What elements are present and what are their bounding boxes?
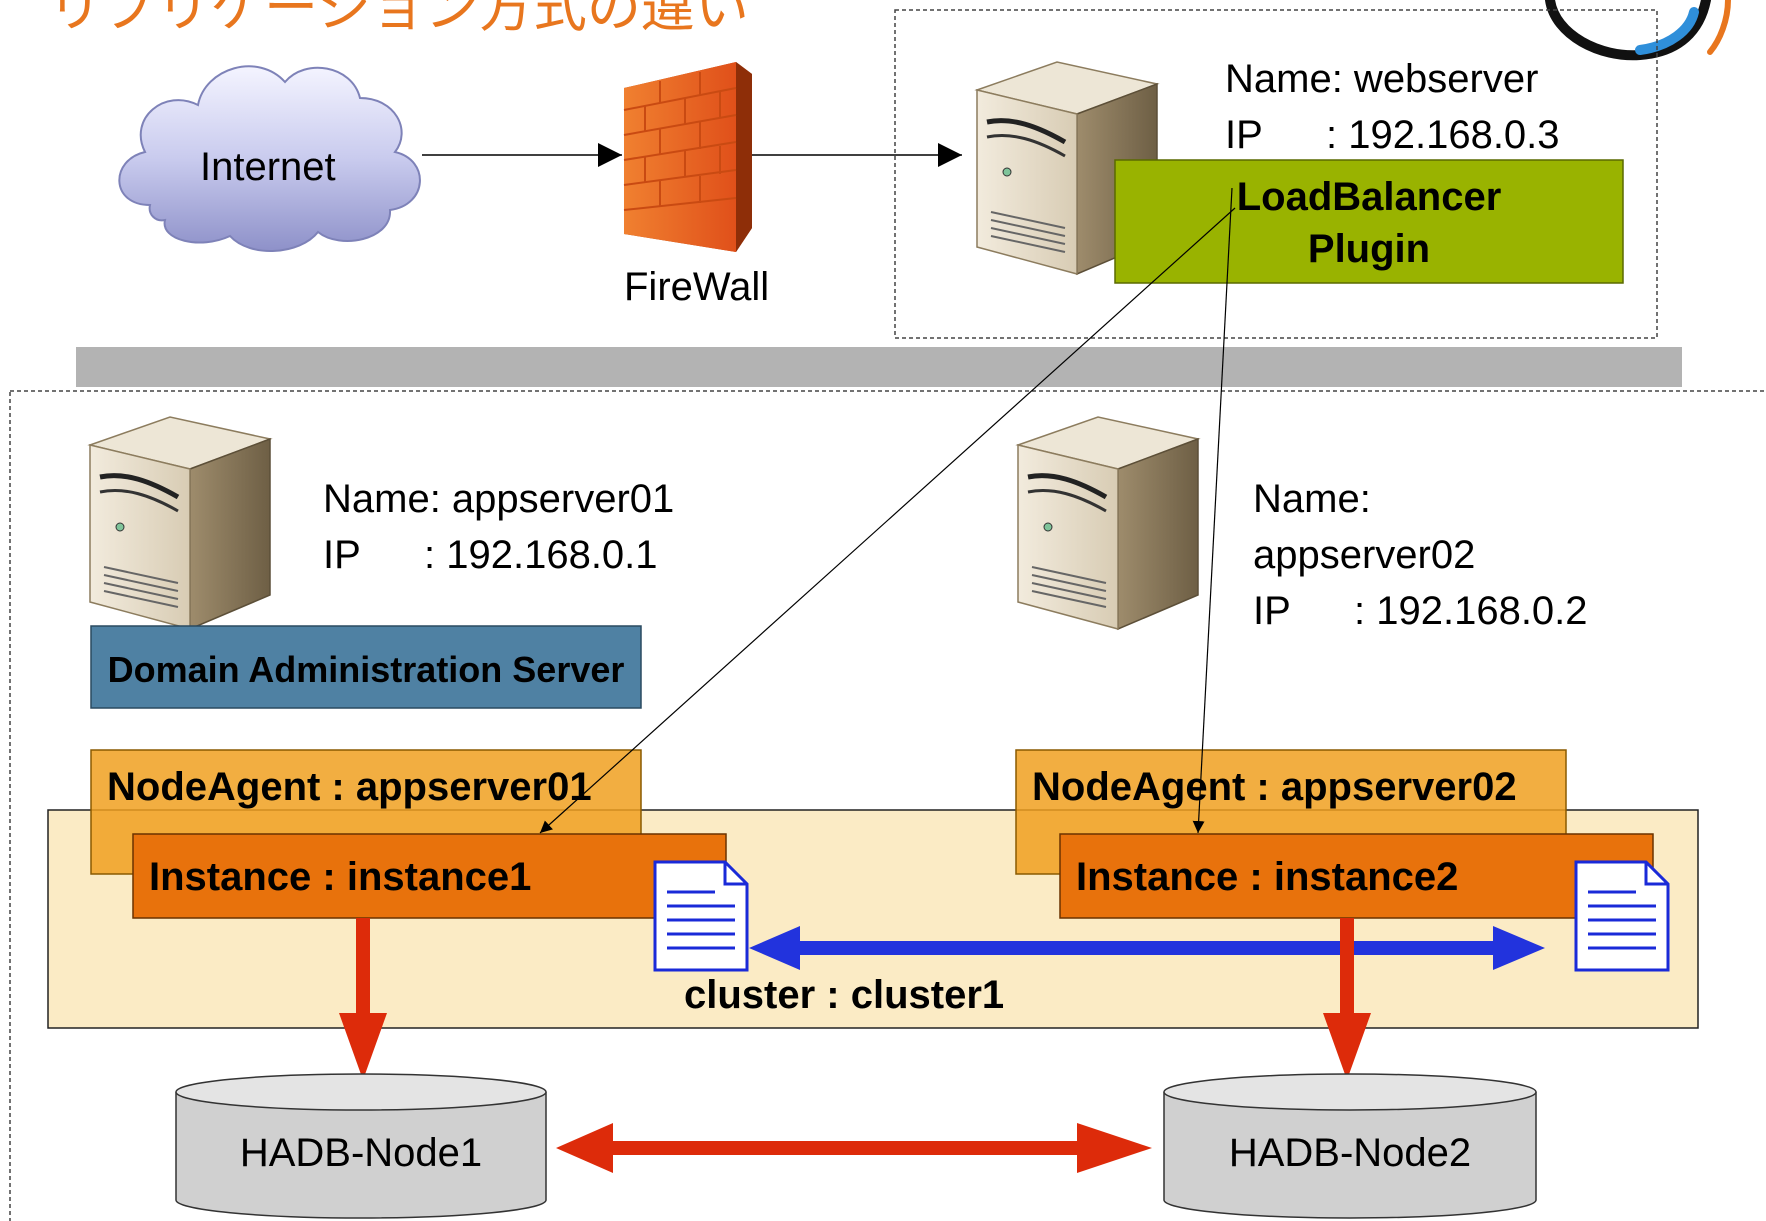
instance1-to-hadb1-arrow (339, 918, 387, 1080)
loadbalancer-label-line1: LoadBalancer (1237, 175, 1502, 219)
appserver02-name-line2: appserver02 (1253, 533, 1475, 577)
hadb-replication-arrow (556, 1123, 1152, 1173)
appserver01-ip-value: : 192.168.0.1 (424, 533, 658, 577)
loadbalancer-box (1114, 159, 1624, 284)
separator-band (76, 347, 1682, 387)
hadb-node1-label: HADB-Node1 (240, 1131, 482, 1175)
slide-title: リプリケーション方式の違い (48, 0, 749, 38)
das-box (90, 625, 642, 709)
instance2-label: Instance : instance2 (1076, 855, 1458, 899)
instance1-label: Instance : instance1 (149, 855, 531, 899)
appserver02-server-icon (1015, 416, 1201, 631)
das-label: Domain Administration Server (108, 649, 625, 690)
loadbalancer-label-line2: Plugin (1308, 227, 1430, 271)
hadb-node2-database-icon (1163, 1073, 1537, 1219)
appserver-frame (9, 390, 1766, 1221)
nodeagent2-label: NodeAgent : appserver02 (1032, 765, 1517, 809)
session-document-replica-icon (1574, 860, 1670, 972)
appserver01-server-icon (87, 416, 273, 631)
instance1-box (132, 833, 727, 919)
hadb-node1-database-icon (175, 1073, 547, 1219)
webserver-ip-label: IP (1225, 113, 1263, 157)
instance2-box (1059, 833, 1654, 919)
lb-to-instance2-line (1192, 187, 1233, 834)
appserver02-ip-value: : 192.168.0.2 (1354, 589, 1588, 633)
internet-label: Internet (200, 145, 336, 189)
webserver-name: Name: webserver (1225, 57, 1538, 101)
lb-to-instance1-line (539, 207, 1236, 834)
nodeagent1-label: NodeAgent : appserver01 (107, 765, 592, 809)
session-replication-arrow (749, 926, 1545, 970)
webserver-frame (894, 9, 1658, 339)
logo-swoosh-icon (1545, 0, 1731, 61)
hadb-node2-label: HADB-Node2 (1229, 1131, 1471, 1175)
instance2-to-hadb2-arrow (1323, 918, 1371, 1080)
firewall-icon (623, 62, 752, 252)
session-document-icon (653, 860, 749, 972)
appserver02-ip-label: IP (1253, 589, 1291, 633)
webserver-ip-value: : 192.168.0.3 (1326, 113, 1560, 157)
internet-cloud-icon (118, 65, 421, 252)
appserver02-name-line1: Name: (1253, 477, 1371, 521)
appserver01-ip-label: IP (323, 533, 361, 577)
cluster-label: cluster : cluster1 (684, 973, 1004, 1017)
firewall-label: FireWall (624, 265, 769, 309)
appserver01-name: Name: appserver01 (323, 477, 674, 521)
